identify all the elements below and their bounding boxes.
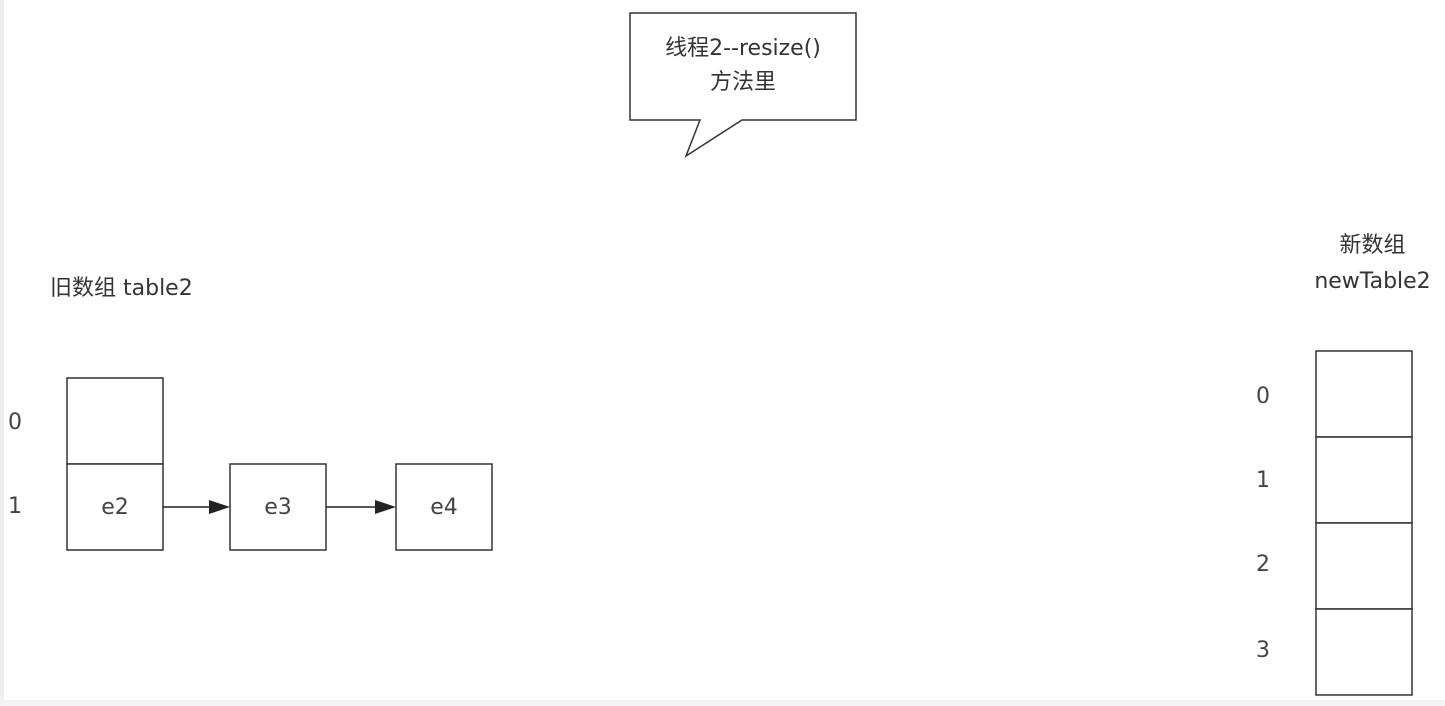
left-edge: [0, 0, 4, 706]
new-table-cell-3: [1315, 608, 1413, 696]
callout-text: 线程2--resize() 方法里: [630, 32, 856, 100]
arrow-e2-e3-head: [209, 500, 230, 514]
new-table-cell-0: [1315, 350, 1413, 438]
callout-line-2: 方法里: [709, 70, 776, 95]
node-e4-box: [395, 463, 493, 551]
bottom-edge: [0, 700, 1445, 706]
new-table-index-3: 3: [1256, 638, 1270, 663]
new-table-index-2: 2: [1256, 552, 1270, 577]
old-table-cell-0: [66, 377, 164, 465]
new-table-title-line-2: newTable2: [1314, 269, 1431, 294]
callout-line-1: 线程2--resize(): [665, 36, 821, 61]
node-e4-label: e4: [430, 495, 458, 520]
callout-bubble: [629, 12, 857, 158]
new-table-title-line-1: 新数组: [1339, 233, 1406, 258]
old-table-title: 旧数组 table2: [50, 276, 193, 301]
new-table-title: 新数组 newTable2: [1300, 228, 1445, 300]
new-table-index-0: 0: [1256, 384, 1270, 409]
new-table-index-1: 1: [1256, 468, 1270, 493]
new-table-cell-1: [1315, 436, 1413, 524]
old-table-cell-1: [66, 463, 164, 551]
node-e2-label: e2: [101, 495, 129, 520]
new-table-cell-2: [1315, 522, 1413, 610]
old-table-index-1: 1: [8, 494, 22, 519]
arrow-e3-e4-head: [375, 500, 396, 514]
node-e3-label: e3: [264, 495, 292, 520]
old-table-index-0: 0: [8, 410, 22, 435]
